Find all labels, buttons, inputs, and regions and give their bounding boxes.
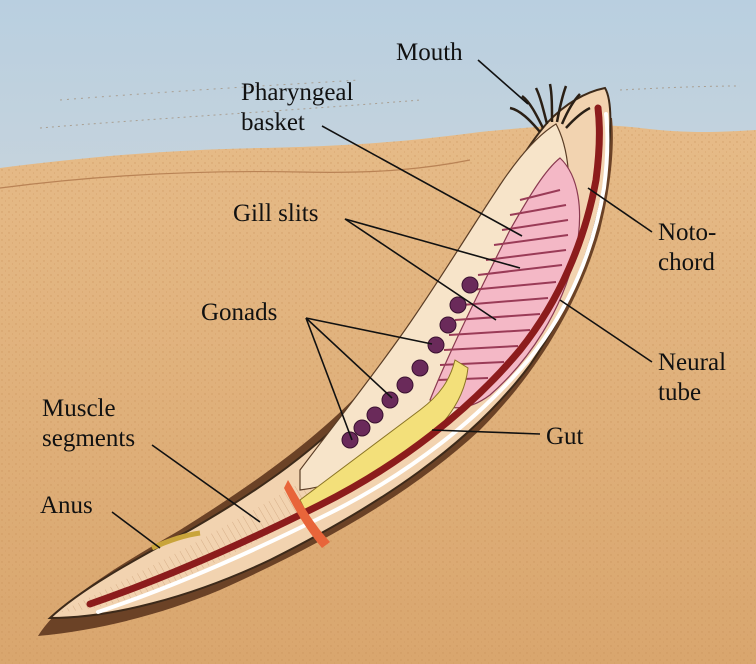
label-gonads: Gonads	[201, 299, 277, 326]
label-neural-1: Neural	[658, 349, 726, 376]
label-gill-slits: Gill slits	[233, 200, 318, 227]
label-mouth: Mouth	[396, 39, 463, 66]
label-notochord-2: chord	[658, 249, 715, 276]
label-pharyngeal-2: basket	[241, 109, 305, 136]
label-muscle-1: Muscle	[42, 395, 116, 422]
label-pharyngeal-1: Pharyngeal	[241, 79, 354, 106]
label-gut: Gut	[546, 423, 584, 450]
label-notochord-1: Noto-	[658, 219, 716, 246]
label-muscle-2: segments	[42, 425, 135, 452]
label-anus: Anus	[40, 492, 93, 519]
label-neural-2: tube	[658, 379, 701, 406]
